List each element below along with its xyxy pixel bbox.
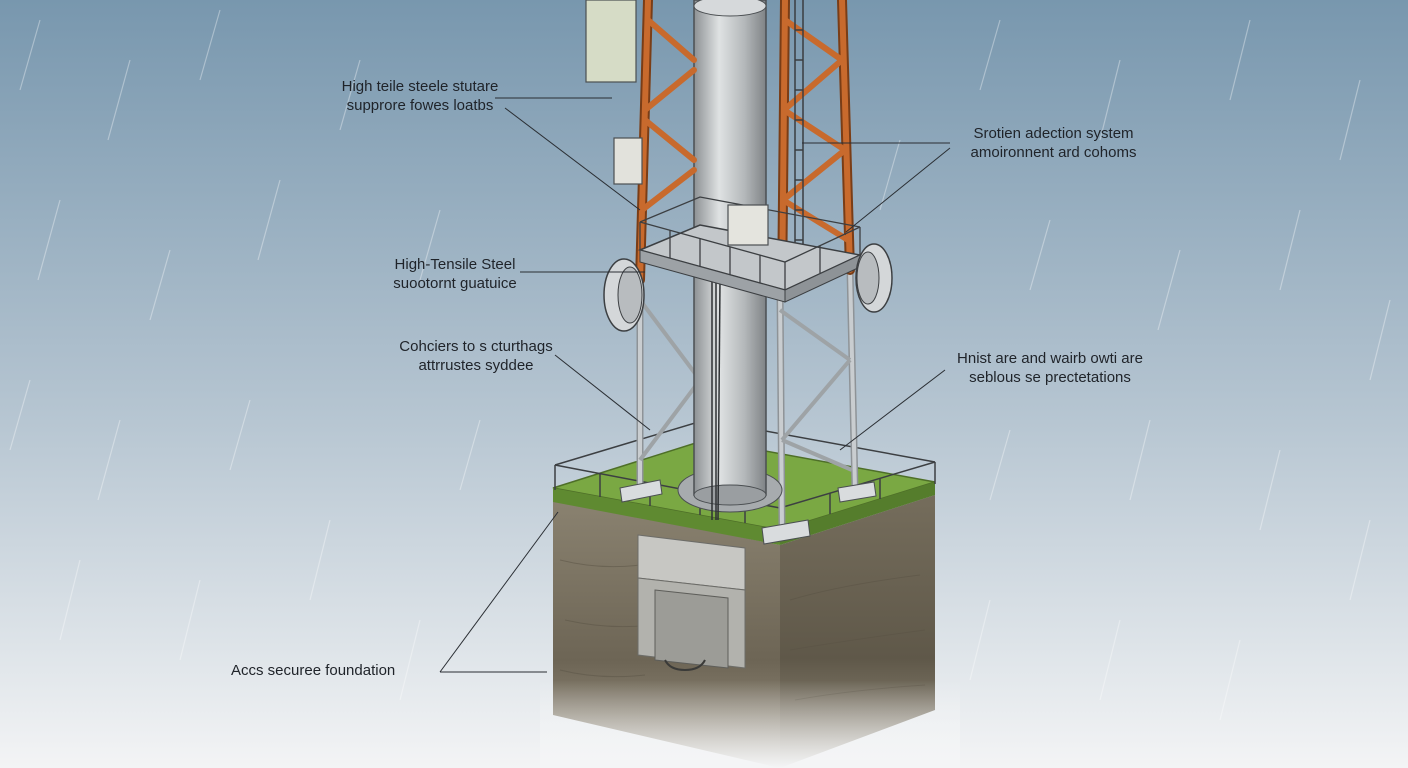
callout-line: High-Tensile Steel xyxy=(394,256,516,273)
dish-antenna-left xyxy=(603,258,645,332)
equipment-cabinets xyxy=(585,0,769,246)
callout-hoist-water: Hnist are and wairb owti are seblous se … xyxy=(930,349,1170,387)
leg-base-plates xyxy=(619,479,877,545)
climbing-ladder xyxy=(794,0,804,290)
callout-line: suootornt guatuice xyxy=(393,275,517,292)
dish-antenna-right xyxy=(855,243,893,313)
callout-high-tensile-steel: High-Tensile Steel suootornt guatuice xyxy=(372,255,538,293)
callout-protection-system: Srotien adection system amoironnent ard … xyxy=(946,124,1161,162)
callout-high-tensile-top: High teile steele stutare supprore fowes… xyxy=(310,77,530,115)
callout-line: Srotien adection system xyxy=(973,125,1134,142)
callout-line: seblous se prectetations xyxy=(969,369,1131,386)
leader-lines xyxy=(439,97,951,673)
ground-cross-section xyxy=(540,495,960,768)
rain-streaks xyxy=(9,9,1391,721)
callout-line: Cohciers to s cturthags xyxy=(399,338,553,355)
cable-tray xyxy=(711,279,721,521)
callout-connectors: Cohciers to s cturthags attrrustes sydde… xyxy=(376,337,576,375)
service-platform xyxy=(637,196,863,303)
callout-line: amoironnent ard cohoms xyxy=(970,144,1137,161)
callout-line: attrrustes syddee xyxy=(418,357,534,374)
callout-line: High teile steele stutare xyxy=(341,78,499,95)
callout-line: supprore fowes loatbs xyxy=(346,97,494,114)
callout-line: Accs securee foundation xyxy=(231,662,396,679)
callout-foundation: Accs securee foundation xyxy=(231,661,441,680)
callout-line: Hnist are and wairb owti are xyxy=(957,350,1143,367)
